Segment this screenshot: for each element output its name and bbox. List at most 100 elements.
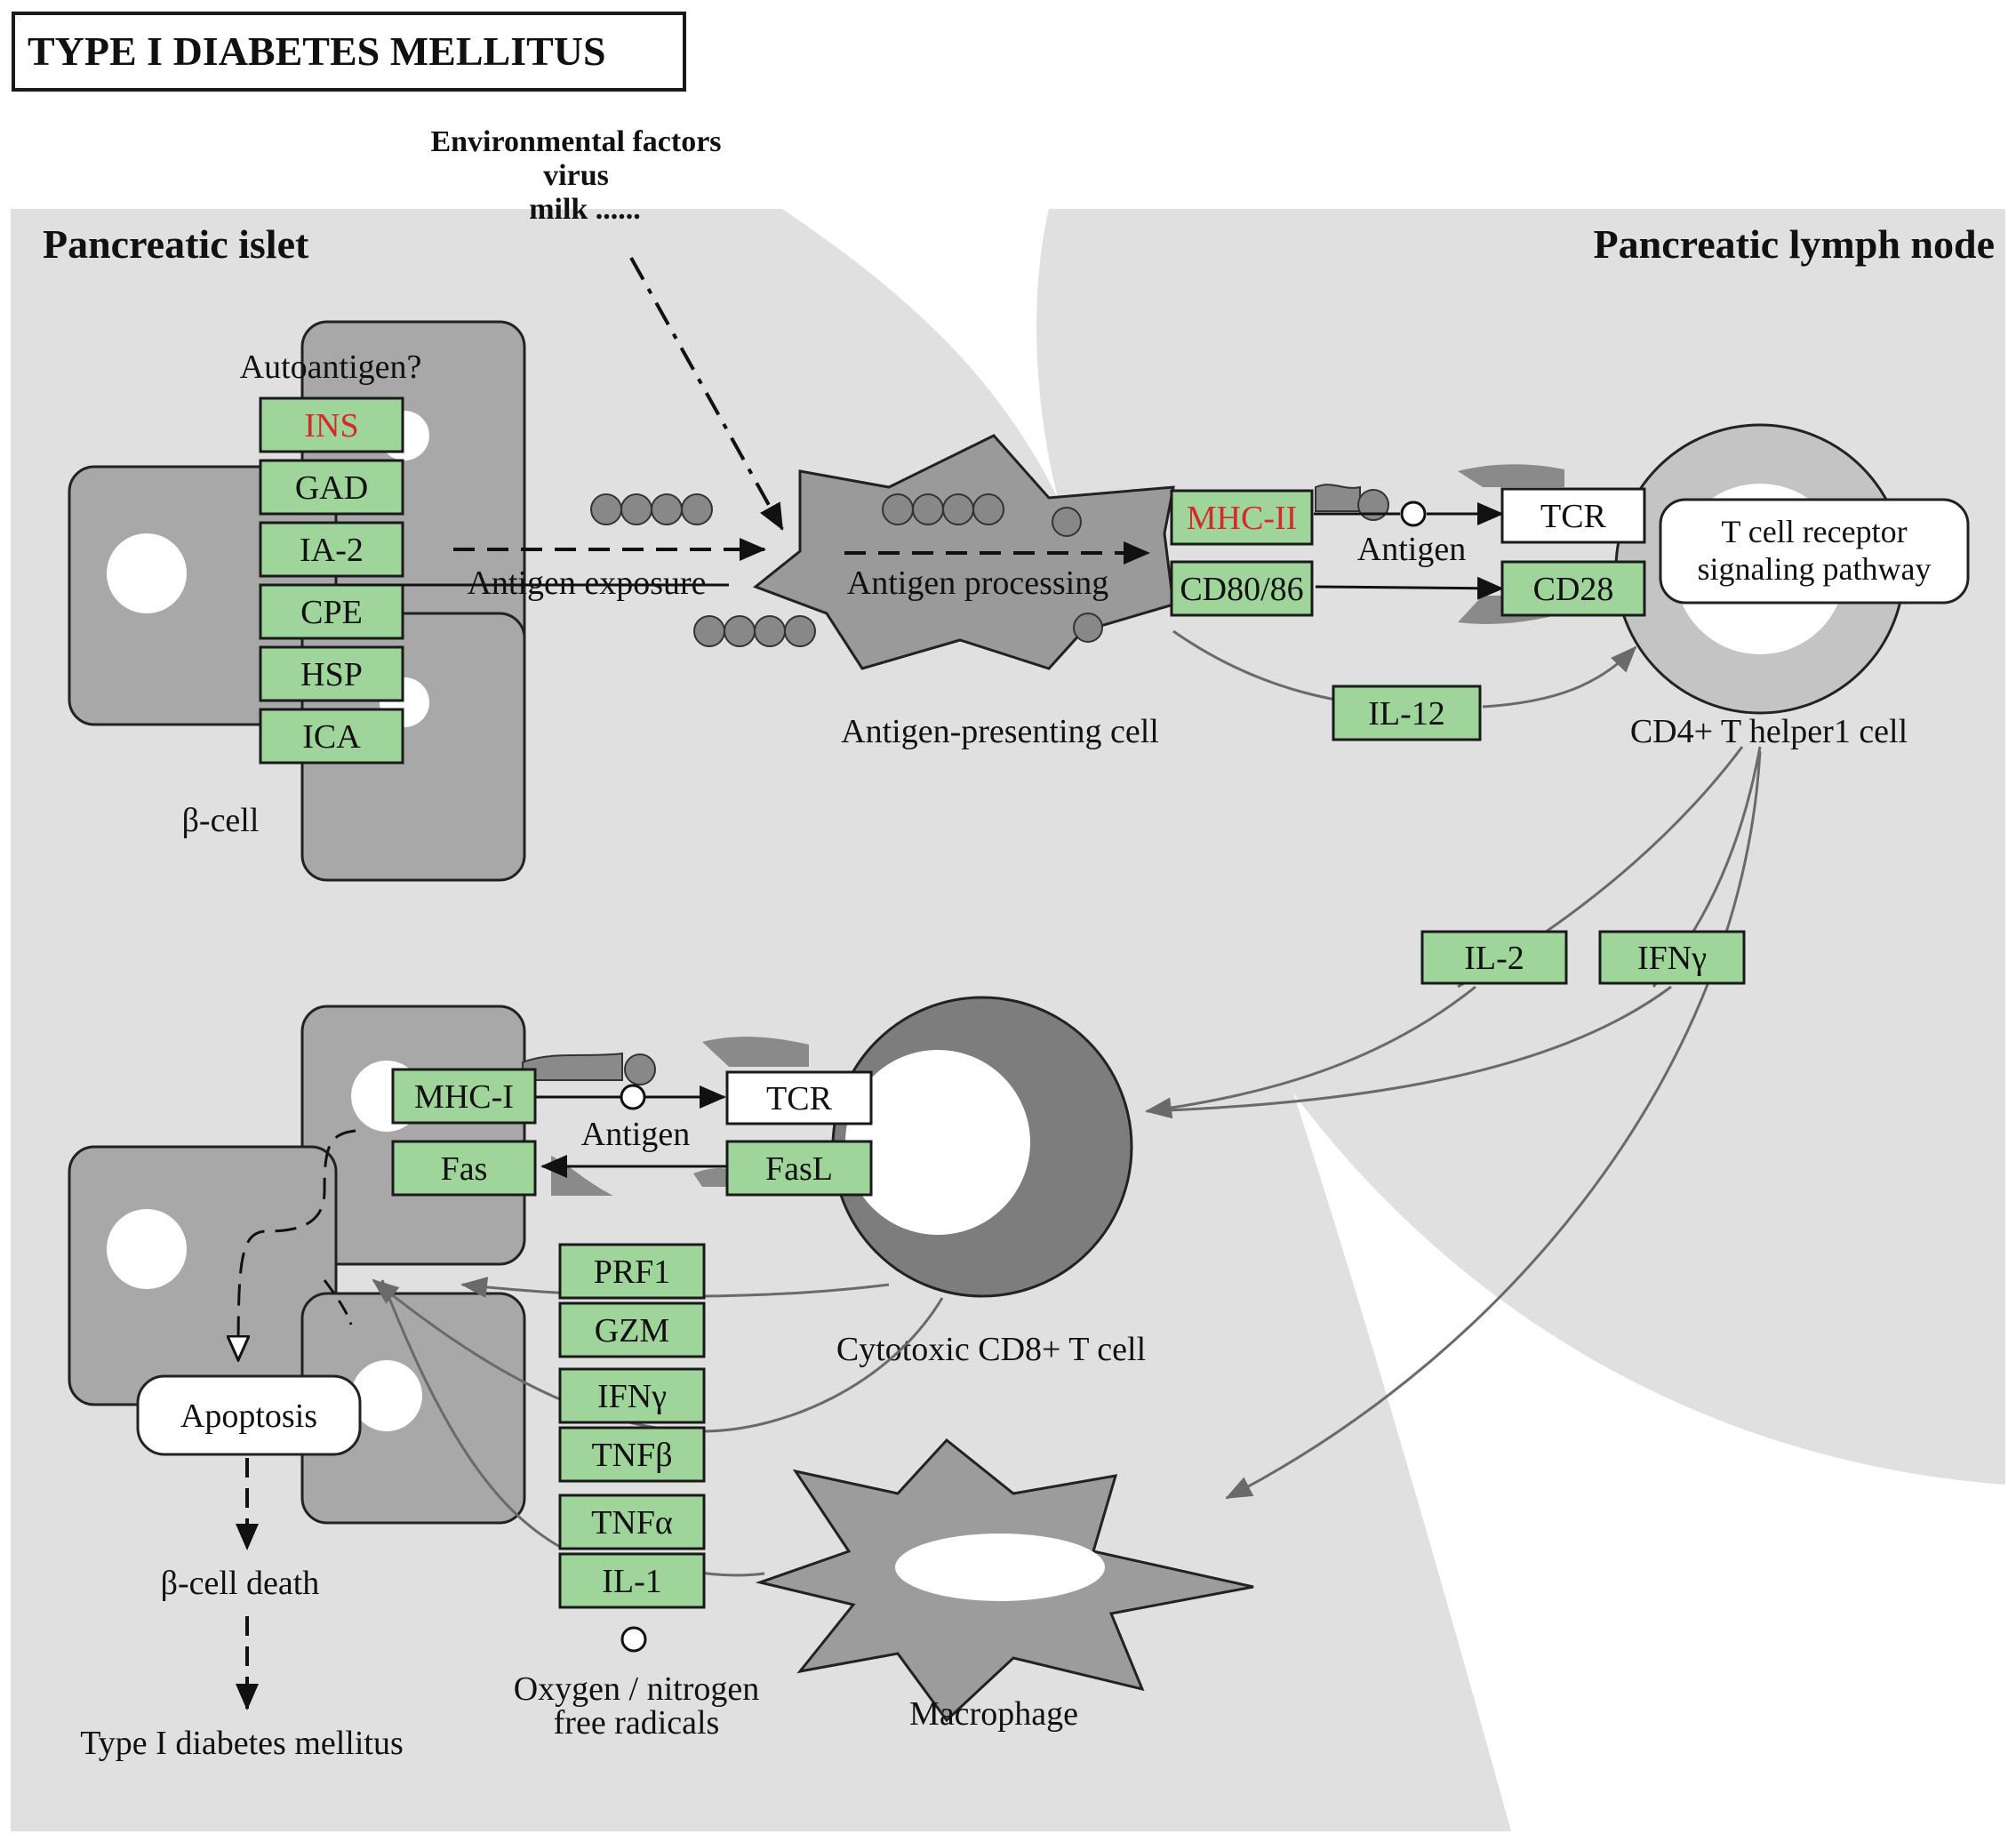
gene-tcr-bottom-box bbox=[725, 1070, 873, 1125]
gene-il-12[interactable]: IL-12 bbox=[1332, 685, 1482, 741]
gene-ia-2[interactable]: IA-2 bbox=[259, 521, 404, 578]
gene-tnfb-label: TNFβ bbox=[591, 1437, 672, 1474]
env-factors-line1: Environmental factors bbox=[430, 125, 721, 158]
il2-to-ctl-arrow bbox=[1145, 985, 1476, 1119]
gene-il-12-label: IL-12 bbox=[1368, 695, 1445, 733]
gene-fasl[interactable]: FasL bbox=[725, 1140, 873, 1197]
gene-gad[interactable]: GAD bbox=[259, 459, 404, 516]
gene-il-12-box bbox=[1332, 685, 1482, 741]
gene-ifng-top-label: IFNγ bbox=[1637, 940, 1707, 977]
gene-il-2[interactable]: IL-2 bbox=[1420, 930, 1568, 985]
gene-fas[interactable]: Fas bbox=[391, 1140, 537, 1197]
gene-gzm-box bbox=[558, 1301, 706, 1358]
gene-ins-box bbox=[259, 396, 404, 453]
antigen-label-bottom: Antigen bbox=[581, 1116, 690, 1153]
antigen-label-top: Antigen bbox=[1357, 531, 1466, 568]
th1-to-macrophage-arrow bbox=[1225, 750, 1762, 1500]
macrophage-cell bbox=[755, 1438, 1254, 1723]
antigen-processing-label: Antigen processing bbox=[847, 565, 1108, 602]
gene-tnfb-box bbox=[558, 1426, 706, 1483]
gene-prf1-label: PRF1 bbox=[594, 1253, 671, 1291]
gene-cd28-box bbox=[1500, 560, 1646, 617]
gene-ifng-bottom-box bbox=[558, 1367, 706, 1424]
gene-fasl-label: FasL bbox=[765, 1150, 833, 1188]
gene-ia-2-label: IA-2 bbox=[300, 532, 364, 569]
gene-fas-label: Fas bbox=[441, 1150, 488, 1188]
gene-tnfb[interactable]: TNFβ bbox=[558, 1426, 706, 1483]
antigen-beads-top bbox=[590, 493, 713, 525]
gene-mhc-i-box bbox=[391, 1068, 537, 1125]
il12-to-th1-arrow bbox=[1482, 645, 1637, 709]
gene-il-2-box bbox=[1420, 930, 1568, 985]
gene-cd28-label: CD28 bbox=[1533, 571, 1614, 608]
gene-tcr-top[interactable]: TCR bbox=[1500, 487, 1646, 544]
beta-cell-label: β-cell bbox=[182, 802, 260, 839]
gene-cd80-86-box bbox=[1170, 560, 1314, 617]
gene-ifng-top[interactable]: IFNγ bbox=[1598, 930, 1746, 985]
gene-gzm-label: GZM bbox=[595, 1312, 669, 1349]
gene-ica[interactable]: ICA bbox=[259, 708, 404, 765]
gene-mhc-ii[interactable]: MHC-II bbox=[1170, 489, 1314, 546]
gene-il-1-label: IL-1 bbox=[602, 1563, 662, 1600]
gene-ifng-top-box bbox=[1598, 930, 1746, 985]
gene-ifng-bottom-label: IFNγ bbox=[597, 1378, 667, 1415]
gene-gzm[interactable]: GZM bbox=[558, 1301, 706, 1358]
apoptosis-label: Apoptosis bbox=[180, 1398, 317, 1435]
gene-ifng-bottom[interactable]: IFNγ bbox=[558, 1367, 706, 1424]
tcr-pathway-line2: signaling pathway bbox=[1698, 551, 1932, 587]
gene-cd80-86[interactable]: CD80/86 bbox=[1170, 560, 1314, 617]
gene-tcr-bottom[interactable]: TCR bbox=[725, 1070, 873, 1125]
gene-hsp-label: HSP bbox=[300, 656, 363, 693]
apoptosis-dash-branch bbox=[323, 1279, 353, 1325]
antigen-exposure-label: Antigen exposure bbox=[467, 565, 706, 602]
il1-to-beta-line bbox=[380, 1279, 561, 1549]
autoantigen-label: Autoantigen? bbox=[240, 348, 422, 386]
env-factors-line3: milk ...... bbox=[529, 193, 641, 226]
gene-fas-box bbox=[391, 1140, 537, 1197]
gene-cpe[interactable]: CPE bbox=[259, 583, 404, 640]
gene-tcr-top-box bbox=[1500, 487, 1646, 544]
gene-mhc-ii-box bbox=[1170, 489, 1314, 546]
ctl-label: Cytotoxic CD8+ T cell bbox=[836, 1331, 1146, 1368]
env-factors-line2: virus bbox=[543, 159, 609, 192]
gene-fasl-box bbox=[725, 1140, 873, 1197]
gene-ins-label: INS bbox=[304, 407, 358, 444]
antigen-beads-bottom bbox=[693, 615, 816, 647]
gene-ia-2-box bbox=[259, 521, 404, 578]
gene-cpe-label: CPE bbox=[300, 594, 363, 631]
gene-tnfa[interactable]: TNFα bbox=[558, 1494, 706, 1550]
apoptosis-node[interactable]: Apoptosis bbox=[136, 1374, 362, 1456]
region-label-lymph-node: Pancreatic lymph node bbox=[1594, 221, 1995, 267]
cd80-to-cd28-arrow bbox=[1315, 576, 1504, 600]
tcr-pathway-line1: T cell receptor bbox=[1721, 514, 1907, 549]
region-label-islet: Pancreatic islet bbox=[43, 221, 309, 267]
gene-prf1-box bbox=[558, 1243, 706, 1300]
gene-ica-box bbox=[259, 708, 404, 765]
macrophage-label: Macrophage bbox=[909, 1695, 1078, 1733]
t1dm-label: Type I diabetes mellitus bbox=[80, 1725, 404, 1762]
gene-hsp[interactable]: HSP bbox=[259, 645, 404, 702]
page-title: TYPE I DIABETES MELLITUS bbox=[12, 12, 686, 92]
gene-cd80-86-label: CD80/86 bbox=[1180, 571, 1303, 608]
gene-gad-box bbox=[259, 459, 404, 516]
gene-il-1[interactable]: IL-1 bbox=[558, 1552, 706, 1609]
gene-prf1[interactable]: PRF1 bbox=[558, 1243, 706, 1300]
radicals-label-line1: Oxygen / nitrogen bbox=[514, 1670, 760, 1708]
fas-to-apoptosis-arrow bbox=[238, 1129, 356, 1360]
radicals-label-line2: free radicals bbox=[554, 1704, 720, 1742]
free-radicals-node bbox=[620, 1626, 647, 1653]
gene-tnfa-box bbox=[558, 1494, 706, 1550]
gene-ins[interactable]: INS bbox=[259, 396, 404, 453]
gene-tcr-top-label: TCR bbox=[1540, 498, 1607, 535]
gene-mhc-i[interactable]: MHC-I bbox=[391, 1068, 537, 1125]
gene-gad-label: GAD bbox=[295, 469, 368, 507]
gene-cd28[interactable]: CD28 bbox=[1500, 560, 1646, 617]
gene-ica-label: ICA bbox=[302, 718, 361, 756]
tcr-receptor-shape-top bbox=[1458, 464, 1564, 487]
gene-il-2-label: IL-2 bbox=[1464, 940, 1524, 977]
gene-mhc-ii-label: MHC-II bbox=[1187, 500, 1298, 537]
tcr-signaling-pathway-link[interactable]: T cell receptor signaling pathway bbox=[1659, 498, 1970, 605]
gene-mhc-i-label: MHC-I bbox=[414, 1078, 514, 1116]
ctl-cell bbox=[831, 996, 1133, 1298]
